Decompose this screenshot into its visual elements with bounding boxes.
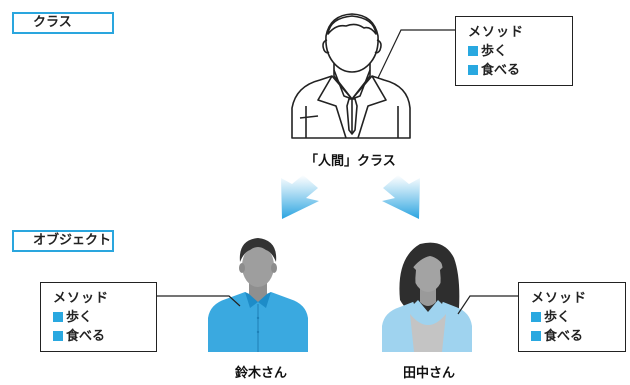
- method-item-label: 食べる: [544, 329, 584, 344]
- class-section-label: クラス: [12, 12, 114, 34]
- suzuki-method-connector: [157, 295, 241, 307]
- inheritance-arrow-right: [382, 175, 420, 219]
- object-section-label: オブジェクト: [12, 230, 114, 252]
- class-method-connector: [377, 29, 455, 79]
- object-section-label-text: オブジェクト: [33, 233, 112, 248]
- square-bullet-icon: [531, 312, 541, 322]
- class-caption: 「人間」クラス: [305, 154, 396, 169]
- method-title: メソッド: [53, 291, 110, 306]
- class-section-label-text: クラス: [33, 15, 72, 30]
- suzuki-method-box: メソッド 歩く 食べる: [40, 282, 157, 352]
- tanaka-method-connector: [457, 295, 518, 315]
- method-item-label: 食べる: [481, 63, 521, 78]
- method-item: 歩く: [468, 42, 572, 61]
- method-title: メソッド: [531, 291, 588, 306]
- object-person-tanaka-figure: [382, 242, 472, 352]
- method-item: 歩く: [53, 308, 156, 327]
- method-item: 食べる: [531, 327, 625, 346]
- method-item-label: 食べる: [66, 329, 106, 344]
- method-item: 食べる: [468, 61, 572, 80]
- tanaka-caption: 田中さん: [403, 366, 456, 381]
- method-title: メソッド: [468, 25, 525, 40]
- method-item-label: 歩く: [481, 44, 508, 59]
- method-item: 食べる: [53, 327, 156, 346]
- square-bullet-icon: [53, 331, 63, 341]
- tanaka-method-box: メソッド 歩く 食べる: [518, 282, 626, 352]
- method-item: 歩く: [531, 308, 625, 327]
- class-person-figure: [291, 13, 411, 139]
- square-bullet-icon: [53, 312, 63, 322]
- method-item-label: 歩く: [544, 310, 571, 325]
- object-person-suzuki-figure: [208, 238, 308, 352]
- inheritance-arrow-left: [281, 175, 319, 219]
- square-bullet-icon: [468, 46, 478, 56]
- square-bullet-icon: [531, 331, 541, 341]
- class-method-box: メソッド 歩く 食べる: [455, 16, 573, 86]
- square-bullet-icon: [468, 65, 478, 75]
- suzuki-caption: 鈴木さん: [235, 366, 288, 381]
- method-item-label: 歩く: [66, 310, 93, 325]
